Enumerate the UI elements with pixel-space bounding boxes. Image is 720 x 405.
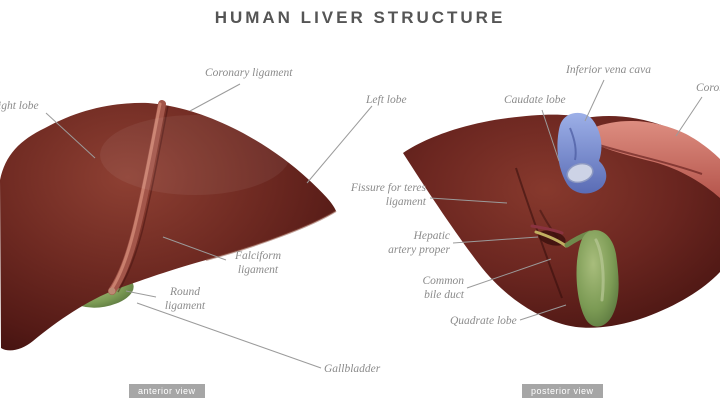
fissure-teres-leader	[429, 197, 508, 204]
gallbladder-leader	[136, 302, 322, 369]
label-falciform-ligament: Falciform ligament	[235, 250, 281, 277]
label-left-lobe: Left lobe	[366, 94, 407, 106]
posterior-fissure-crease	[515, 167, 563, 299]
coronary-rim-crease	[592, 142, 703, 175]
anterior-liver-illustration	[0, 100, 337, 351]
label-right-lobe: Right lobe	[0, 100, 39, 112]
label-quadrate-lobe: Quadrate lobe	[450, 315, 517, 327]
label-common-bile-duct: Common bile duct	[422, 275, 464, 302]
anterior-liver-bottom-highlight	[205, 210, 337, 261]
posterior-gallbladder-highlight	[594, 238, 605, 302]
label-coronary-ligament-right: Coronary ligament	[696, 82, 720, 94]
posterior-liver-illustration	[403, 112, 720, 328]
quadrate-lobe-leader	[519, 304, 567, 321]
caudate-lobe-leader	[541, 109, 560, 162]
left-lobe-leader	[306, 105, 373, 184]
hepatic-vein-opening	[566, 162, 594, 184]
hepatic-artery-leader	[452, 236, 539, 244]
anterior-liver-sheen	[100, 115, 290, 195]
anterior-view-badge: anterior view	[129, 384, 205, 398]
coronary-ligament-right-leader	[675, 96, 703, 137]
page-title: HUMAN LIVER STRUCTURE	[214, 8, 506, 27]
falciform-ligament-ridge-highlight	[109, 102, 162, 292]
hepatic-artery-vessel	[530, 224, 564, 235]
falciform-groove-shadow	[117, 105, 169, 293]
coronary-ligament-left-leader	[189, 83, 241, 112]
posterior-liver-body	[403, 114, 720, 328]
label-round-ligament: Round ligament	[164, 286, 206, 313]
anterior-liver-body	[0, 102, 336, 351]
label-coronary-ligament-left: Coronary ligament	[205, 67, 293, 79]
vena-cava-crease	[569, 127, 577, 161]
common-bile-duct-vessel	[534, 230, 568, 248]
label-hepatic-artery-proper: Hepatic artery proper	[388, 230, 450, 257]
label-caudate-lobe: Caudate lobe	[504, 94, 566, 106]
common-bile-duct-leader	[466, 258, 552, 289]
falciform-ligament-leader	[162, 236, 227, 261]
falciform-ligament-ridge	[108, 100, 166, 295]
label-fissure-for-teres-ligament: Fissure for teres ligament	[350, 182, 426, 209]
round-ligament-leader	[125, 290, 157, 298]
label-inferior-vena-cava: Inferior vena cava	[566, 64, 651, 76]
label-gallbladder: Gallbladder	[324, 363, 381, 375]
posterior-gallbladder-shape	[576, 230, 619, 327]
right-lobe-leader	[45, 112, 96, 159]
inferior-vena-cava-leader	[584, 79, 605, 122]
posterior-view-badge: posterior view	[522, 384, 603, 398]
round-ligament-tip	[108, 287, 116, 295]
leader-lines	[45, 79, 703, 369]
